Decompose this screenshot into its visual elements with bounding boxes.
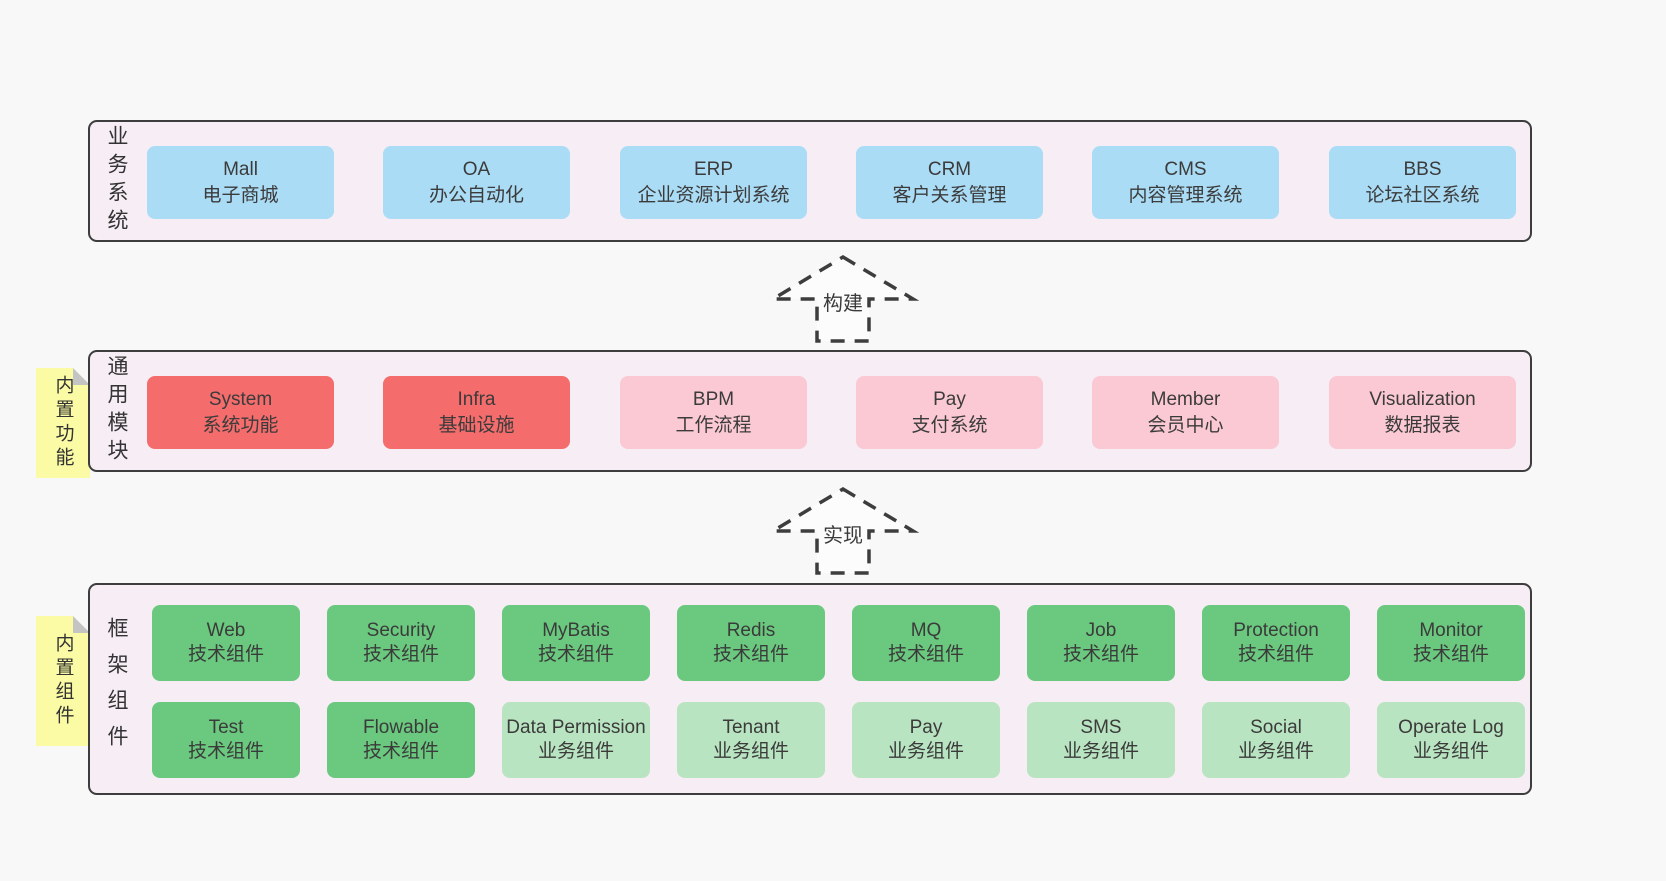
- box-subtitle: 技术组件: [362, 741, 439, 762]
- box-subtitle: 电子商城: [202, 184, 279, 206]
- module-box-oa: OA 办公自动化: [383, 146, 570, 219]
- box-subtitle: 内容管理系统: [1128, 184, 1243, 206]
- box-title: Job: [1085, 620, 1117, 641]
- box-title: Visualization: [1369, 388, 1476, 410]
- component-box-mq: MQ 技术组件: [852, 605, 1000, 681]
- component-box-pay: Pay 业务组件: [852, 702, 1000, 778]
- box-subtitle: 技术组件: [1237, 644, 1314, 665]
- component-box-sms: SMS 业务组件: [1027, 702, 1175, 778]
- box-title: SMS: [1080, 717, 1122, 738]
- box-title: Web: [206, 620, 246, 641]
- implement-arrow-label: 实现: [823, 524, 863, 547]
- component-box-data-permission: Data Permission 业务组件: [502, 702, 650, 778]
- component-box-monitor: Monitor 技术组件: [1377, 605, 1525, 681]
- box-title: Tenant: [722, 717, 780, 738]
- band-label-business-systems: 业务系统: [105, 125, 128, 237]
- box-subtitle: 系统功能: [202, 414, 279, 436]
- box-subtitle: 业务组件: [1062, 741, 1139, 762]
- component-box-operate-log: Operate Log 业务组件: [1377, 702, 1525, 778]
- up-arrow-shape: [766, 254, 920, 343]
- box-subtitle: 数据报表: [1384, 414, 1461, 436]
- box-title: CMS: [1164, 158, 1207, 180]
- component-box-mybatis: MyBatis 技术组件: [502, 605, 650, 681]
- box-subtitle: 技术组件: [187, 741, 264, 762]
- box-subtitle: 工作流程: [675, 414, 752, 436]
- up-arrow-shape: [766, 486, 920, 575]
- box-title: Test: [208, 717, 244, 738]
- sticky-note-built-in-features: 内置功能: [36, 368, 90, 478]
- component-box-protection: Protection 技术组件: [1202, 605, 1350, 681]
- component-box-social: Social 业务组件: [1202, 702, 1350, 778]
- box-subtitle: 技术组件: [362, 644, 439, 665]
- box-subtitle: 业务组件: [887, 741, 964, 762]
- module-box-member: Member 会员中心: [1092, 376, 1279, 449]
- box-subtitle: 技术组件: [187, 644, 264, 665]
- box-subtitle: 办公自动化: [428, 184, 524, 206]
- module-box-erp: ERP 企业资源计划系统: [620, 146, 807, 219]
- box-title: Redis: [726, 620, 776, 641]
- module-box-cms: CMS 内容管理系统: [1092, 146, 1279, 219]
- box-subtitle: 业务组件: [712, 741, 789, 762]
- component-box-security: Security 技术组件: [327, 605, 475, 681]
- box-title: CRM: [927, 158, 972, 180]
- box-subtitle: 技术组件: [537, 644, 614, 665]
- box-title: Social: [1250, 717, 1302, 738]
- build-arrow-label: 构建: [823, 292, 863, 315]
- box-title: Infra: [457, 388, 496, 410]
- module-box-crm: CRM 客户关系管理: [856, 146, 1043, 219]
- component-box-web: Web 技术组件: [152, 605, 300, 681]
- box-title: OA: [462, 158, 491, 180]
- module-box-mall: Mall 电子商城: [147, 146, 334, 219]
- module-box-bpm: BPM 工作流程: [620, 376, 807, 449]
- box-subtitle: 基础设施: [438, 414, 515, 436]
- component-box-job: Job 技术组件: [1027, 605, 1175, 681]
- box-subtitle: 业务组件: [1412, 741, 1489, 762]
- module-box-visualization: Visualization 数据报表: [1329, 376, 1516, 449]
- build-arrow: 构建: [766, 254, 920, 343]
- module-box-system: System 系统功能: [147, 376, 334, 449]
- band-label-common-modules: 通用模块: [105, 355, 128, 467]
- module-box-infra: Infra 基础设施: [383, 376, 570, 449]
- component-box-test: Test 技术组件: [152, 702, 300, 778]
- component-box-tenant: Tenant 业务组件: [677, 702, 825, 778]
- band-framework-components: 框架组件 Web 技术组件 Security 技术组件 MyBatis 技术组件…: [88, 583, 1532, 795]
- implement-arrow: 实现: [766, 486, 920, 575]
- box-subtitle: 技术组件: [887, 644, 964, 665]
- box-subtitle: 支付系统: [911, 414, 988, 436]
- box-subtitle: 业务组件: [537, 741, 614, 762]
- box-title: Flowable: [362, 717, 440, 738]
- box-title: Member: [1150, 388, 1221, 410]
- box-title: Mall: [223, 158, 258, 180]
- box-title: System: [208, 388, 273, 410]
- box-title: MQ: [910, 620, 942, 641]
- box-subtitle: 客户关系管理: [892, 184, 1007, 206]
- box-title: ERP: [693, 158, 734, 180]
- module-box-bbs: BBS 论坛社区系统: [1329, 146, 1516, 219]
- band-common-modules: 通用模块 System 系统功能 Infra 基础设施 BPM 工作流程 Pay…: [88, 350, 1532, 472]
- box-title: Security: [366, 620, 436, 641]
- component-box-redis: Redis 技术组件: [677, 605, 825, 681]
- box-title: Pay: [933, 388, 966, 410]
- component-box-flowable: Flowable 技术组件: [327, 702, 475, 778]
- box-title: MyBatis: [542, 620, 610, 641]
- box-title: Protection: [1233, 620, 1319, 641]
- box-title: Operate Log: [1398, 717, 1504, 738]
- box-title: BBS: [1403, 158, 1442, 180]
- sticky-note-built-in-components: 内置组件: [36, 616, 90, 746]
- box-subtitle: 业务组件: [1237, 741, 1314, 762]
- box-subtitle: 会员中心: [1147, 414, 1224, 436]
- band-business-systems: 业务系统 Mall 电子商城 OA 办公自动化 ERP 企业资源计划系统 CRM…: [88, 120, 1532, 242]
- box-subtitle: 技术组件: [1412, 644, 1489, 665]
- box-title: BPM: [692, 388, 735, 410]
- box-subtitle: 企业资源计划系统: [637, 184, 790, 206]
- box-title: Data Permission: [506, 717, 646, 738]
- box-subtitle: 论坛社区系统: [1365, 184, 1480, 206]
- band-label-framework-components: 框架组件: [105, 617, 128, 761]
- box-title: Pay: [909, 717, 943, 738]
- box-title: Monitor: [1419, 620, 1483, 641]
- box-subtitle: 技术组件: [1062, 644, 1139, 665]
- module-box-pay: Pay 支付系统: [856, 376, 1043, 449]
- box-subtitle: 技术组件: [712, 644, 789, 665]
